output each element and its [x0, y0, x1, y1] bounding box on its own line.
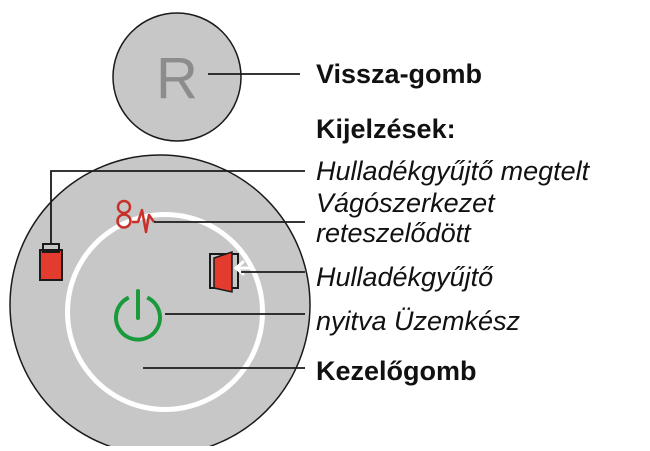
label-control-button: Kezelőgomb	[316, 356, 477, 386]
label-cutter-locked-line2: reteszelődött	[316, 218, 471, 248]
back-button-letter: R	[156, 46, 198, 111]
label-waste-bin-open-line1: Hulladékgyűjtő	[316, 262, 494, 292]
leader-lines	[50, 73, 305, 369]
waste-bin-open-icon	[209, 250, 252, 293]
label-back-button: Vissza-gomb	[316, 59, 483, 89]
waste-bin-full-icon	[39, 243, 63, 281]
label-indications-heading: Kijelzések:	[316, 114, 456, 144]
label-waste-bin-open-line2: nyitva Üzemkész	[316, 306, 521, 336]
label-cutter-locked-line1: Vágószerkezet	[316, 188, 495, 218]
cutter-locked-icon	[116, 199, 156, 234]
power-icon	[114, 289, 162, 342]
back-button[interactable]: R	[112, 12, 242, 142]
label-waste-bin-full: Hulladékgyűjtő megtelt	[316, 156, 590, 186]
leader-waste-full	[50, 170, 305, 244]
control-button[interactable]	[65, 212, 265, 412]
